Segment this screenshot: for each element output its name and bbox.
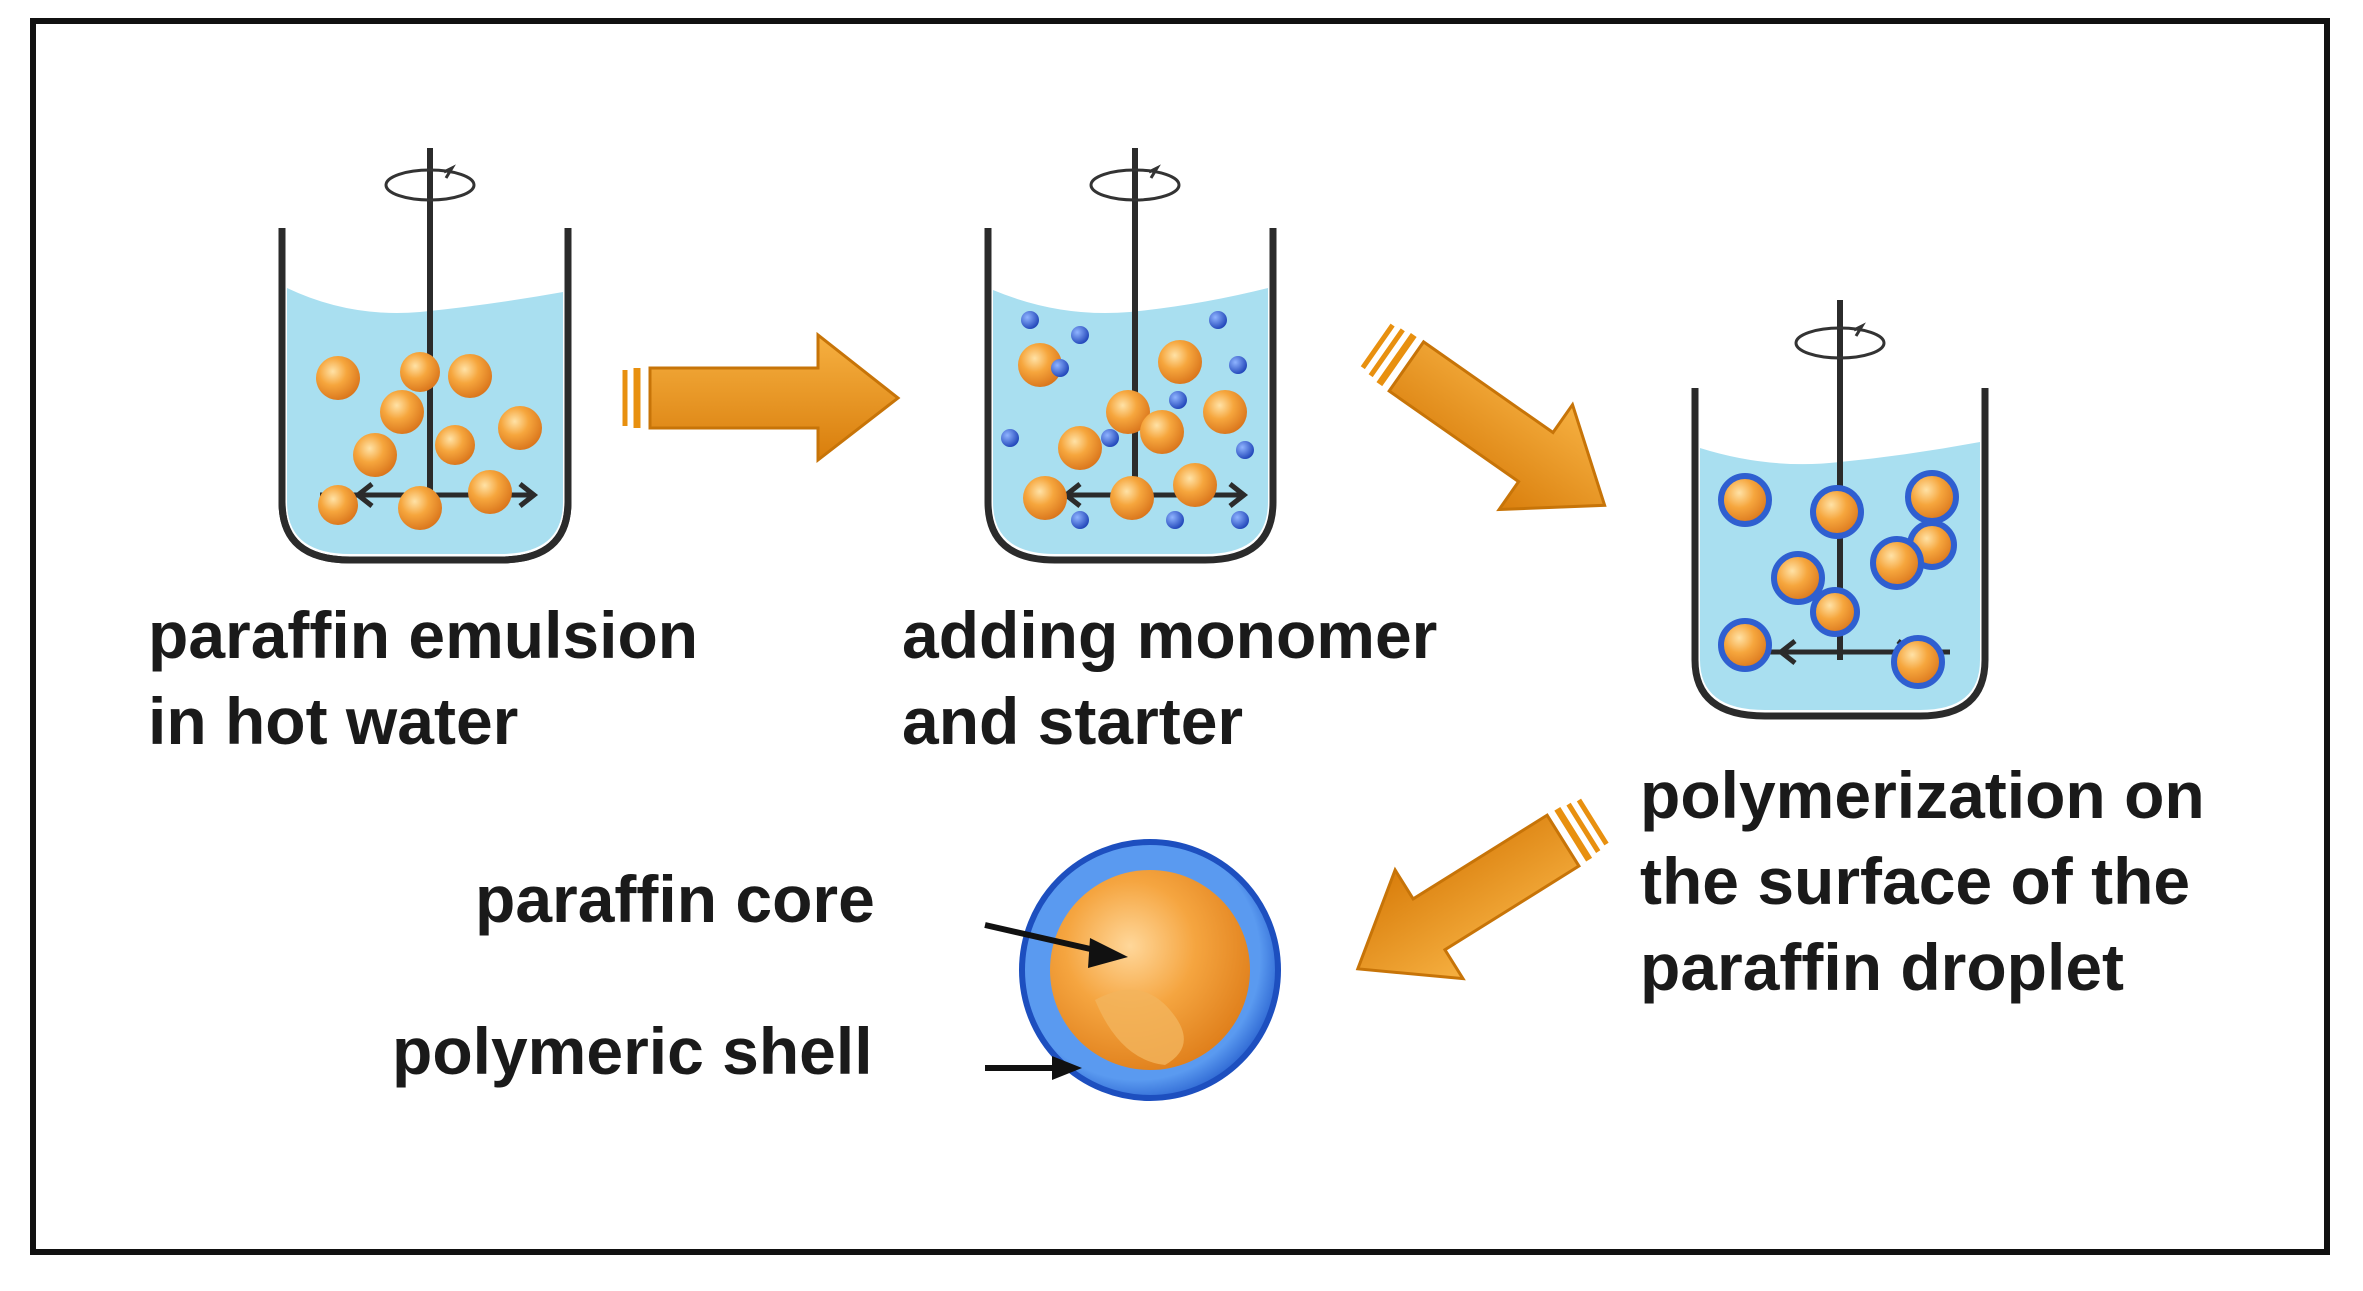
arrow-right-icon — [622, 331, 901, 464]
polymeric-shell-label: polymeric shell — [392, 1014, 873, 1088]
beaker-1-stirring-icon — [278, 148, 572, 564]
step-1-label: paraffin emulsion in hot water — [148, 598, 699, 758]
microcapsule-icon — [1019, 839, 1281, 1101]
paraffin-core-label: paraffin core — [475, 862, 875, 936]
arrow-down-left-icon — [1355, 798, 1609, 981]
shell-pointer-arrow — [985, 1056, 1082, 1080]
beaker-3-stirring-icon — [1691, 300, 1989, 720]
beaker-2-stirring-icon — [984, 148, 1277, 564]
core-pointer-arrow — [984, 922, 1128, 968]
step-3-label: polymerization on the surface of the par… — [1640, 758, 2205, 1004]
arrow-down-right-icon — [1360, 323, 1607, 512]
step-2-label: adding monomer and starter — [902, 598, 1438, 758]
